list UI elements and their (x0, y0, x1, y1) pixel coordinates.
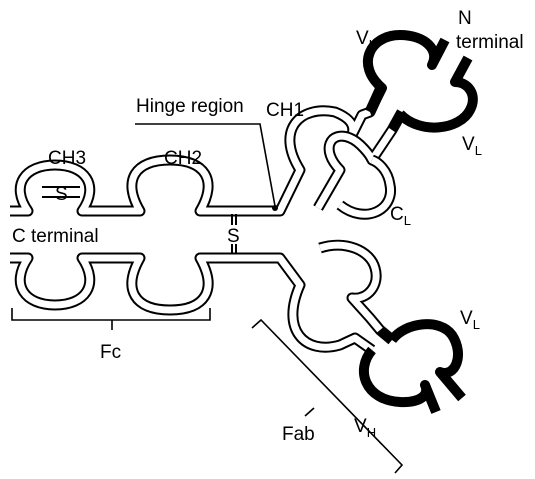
hinge-region-leader (135, 123, 276, 207)
vl-top-label: VL (462, 134, 482, 158)
upper-light-chain (313, 55, 478, 220)
hinge-region-label: Hinge region (136, 96, 244, 117)
ch3-label: CH3 (48, 148, 86, 169)
vl-bottom-label: VL (460, 308, 480, 332)
ch1-label: CH1 (266, 100, 304, 121)
fab-label: Fab (282, 424, 315, 445)
cl-label: CL (390, 204, 411, 228)
fc-bracket (11, 308, 211, 321)
annotation-lines (11, 123, 404, 474)
fab-bracket (251, 318, 404, 474)
upper-heavy-chain (10, 30, 450, 217)
vh-bottom-label: VH (354, 416, 376, 440)
c-terminal-label: C terminal (12, 226, 99, 247)
vh-top-label: VH (356, 28, 378, 52)
s-ch3-label: S (55, 184, 68, 205)
hinge-point-marker (272, 205, 278, 211)
s-hinge-label: S (227, 226, 240, 247)
n-terminal-label-line1: N (458, 8, 472, 29)
disulfide-bonds (42, 186, 278, 254)
lower-light-chain (318, 239, 466, 402)
ch2-label: CH2 (164, 148, 202, 169)
fc-label: Fc (100, 342, 121, 363)
n-terminal-label-line2: terminal (456, 32, 524, 53)
fab-bracket-tick (304, 407, 315, 417)
lower-heavy-chain (10, 252, 441, 414)
